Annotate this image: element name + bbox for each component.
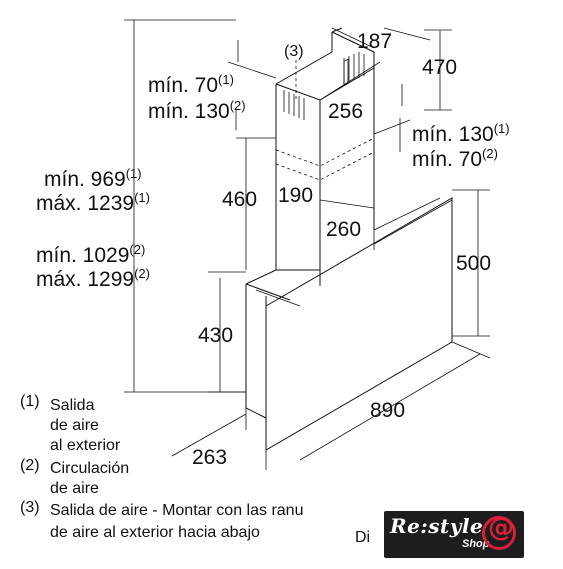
dim-500: 500	[456, 252, 491, 275]
legend-3-line-1: Salida de aire - Montar con las ranu	[50, 502, 303, 519]
dim-263: 263	[192, 446, 227, 469]
range-top-min-2: mín. 130(2)	[148, 98, 246, 123]
dim-187: 187	[357, 30, 392, 53]
vent-slots-top	[343, 52, 365, 87]
logo-at-icon: @	[488, 513, 514, 543]
legend-3-marker: (3)	[20, 499, 40, 516]
dim-470: 470	[422, 56, 457, 79]
dim-260: 260	[326, 218, 361, 241]
logo-ring-icon	[482, 516, 516, 550]
legend: (1) Salida de aire al exterior (2) Circu…	[20, 393, 303, 541]
range-total-min-1: mín. 969(1)	[44, 166, 142, 191]
legend-2-line-1: Circulación	[50, 460, 129, 477]
range-right-min-2: mín. 70(2)	[412, 146, 498, 171]
range-total-min-2: mín. 1029(2)	[36, 242, 145, 267]
truncated-text: Di	[355, 529, 371, 546]
restyle-shop-logo: Re:style Shop @	[384, 511, 524, 558]
range-top-min-1: mín. 70(1)	[148, 72, 234, 97]
legend-1-line-3: al exterior	[50, 437, 121, 454]
legend-3-line-2: de aire al exterior hacia abajo	[50, 524, 260, 541]
range-total-max-1: máx. 1239(1)	[36, 190, 150, 215]
legend-1-marker: (1)	[20, 393, 40, 410]
vent-slots-front	[283, 90, 305, 120]
range-right-min-1: mín. 130(1)	[412, 121, 510, 146]
legend-2-marker: (2)	[20, 457, 40, 474]
dim-190: 190	[278, 184, 313, 207]
legend-1-line-2: de aire	[50, 417, 99, 434]
logo-sub-text: Shop	[462, 538, 490, 550]
legend-1-line-1: Salida	[50, 397, 95, 414]
callout-3-label: (3)	[284, 43, 304, 60]
dim-256: 256	[328, 100, 363, 123]
legend-2-line-2: de aire	[50, 480, 99, 497]
dim-460: 460	[222, 188, 257, 211]
logo-main-text: Re:style	[390, 514, 484, 538]
chimney	[275, 27, 375, 270]
range-total-max-2: máx. 1299(2)	[36, 266, 150, 291]
dim-890: 890	[370, 399, 405, 422]
dim-430: 430	[198, 324, 233, 347]
